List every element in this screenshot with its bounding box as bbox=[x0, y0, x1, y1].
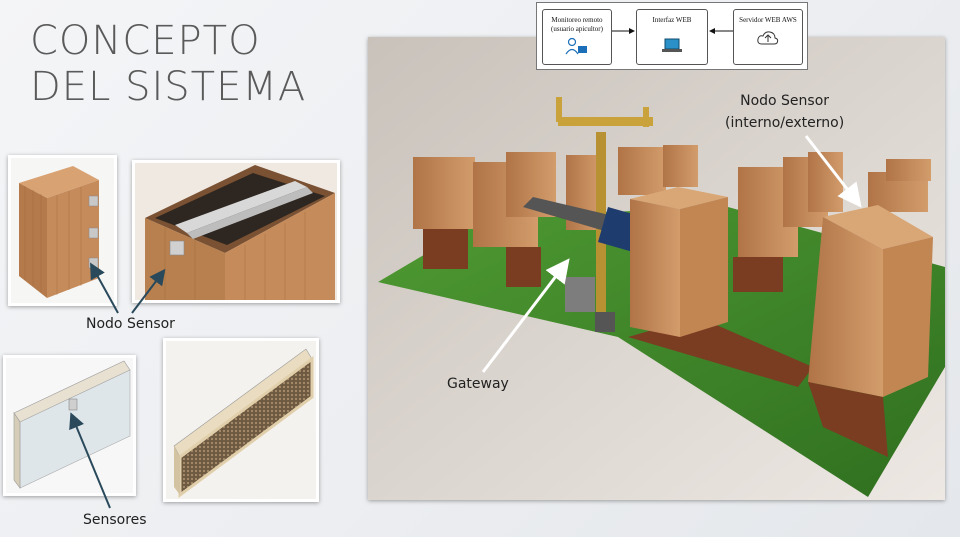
monitoreo-text: Monitoreo remoto (usuario apicultor) bbox=[551, 16, 603, 33]
nodo-sensor-callout-line1: Nodo Sensor bbox=[740, 93, 830, 109]
cloud-upload-icon bbox=[757, 31, 779, 45]
laptop-icon bbox=[662, 38, 682, 52]
flow-arrows bbox=[612, 28, 733, 34]
arrow-to-inner-sensor bbox=[131, 268, 166, 314]
title-line-2: DEL SISTEMA bbox=[30, 64, 307, 110]
nodo-sensor-label: Nodo Sensor bbox=[86, 316, 175, 332]
servidor-box: Servidor WEB AWS bbox=[733, 9, 803, 65]
nodo-sensor-callout: Nodo Sensor (interno/externo) bbox=[725, 90, 844, 134]
sensores-label: Sensores bbox=[83, 512, 147, 528]
apiary-scene-render bbox=[368, 37, 945, 500]
interfaz-box: Interfaz WEB bbox=[636, 9, 708, 65]
title-line-1: CONCEPTO bbox=[30, 18, 261, 64]
interfaz-text: Interfaz WEB bbox=[652, 16, 692, 24]
arrow-to-frame-sensor bbox=[69, 412, 111, 509]
page-title: CONCEPTO DEL SISTEMA bbox=[30, 18, 306, 110]
gateway-label: Gateway bbox=[447, 376, 509, 392]
nodo-sensor-callout-line2: (interno/externo) bbox=[725, 115, 845, 131]
hive-interior-photo bbox=[132, 160, 340, 303]
honeycomb-frame-photo bbox=[163, 338, 319, 502]
servidor-text: Servidor WEB AWS bbox=[739, 16, 797, 24]
arrow-to-side-sensor bbox=[90, 262, 119, 314]
monitoreo-box: Monitoreo remoto (usuario apicultor) bbox=[542, 9, 612, 65]
user-monitor-icon bbox=[565, 37, 587, 55]
system-flow-diagram: Monitoreo remoto (usuario apicultor) Int… bbox=[536, 2, 808, 70]
